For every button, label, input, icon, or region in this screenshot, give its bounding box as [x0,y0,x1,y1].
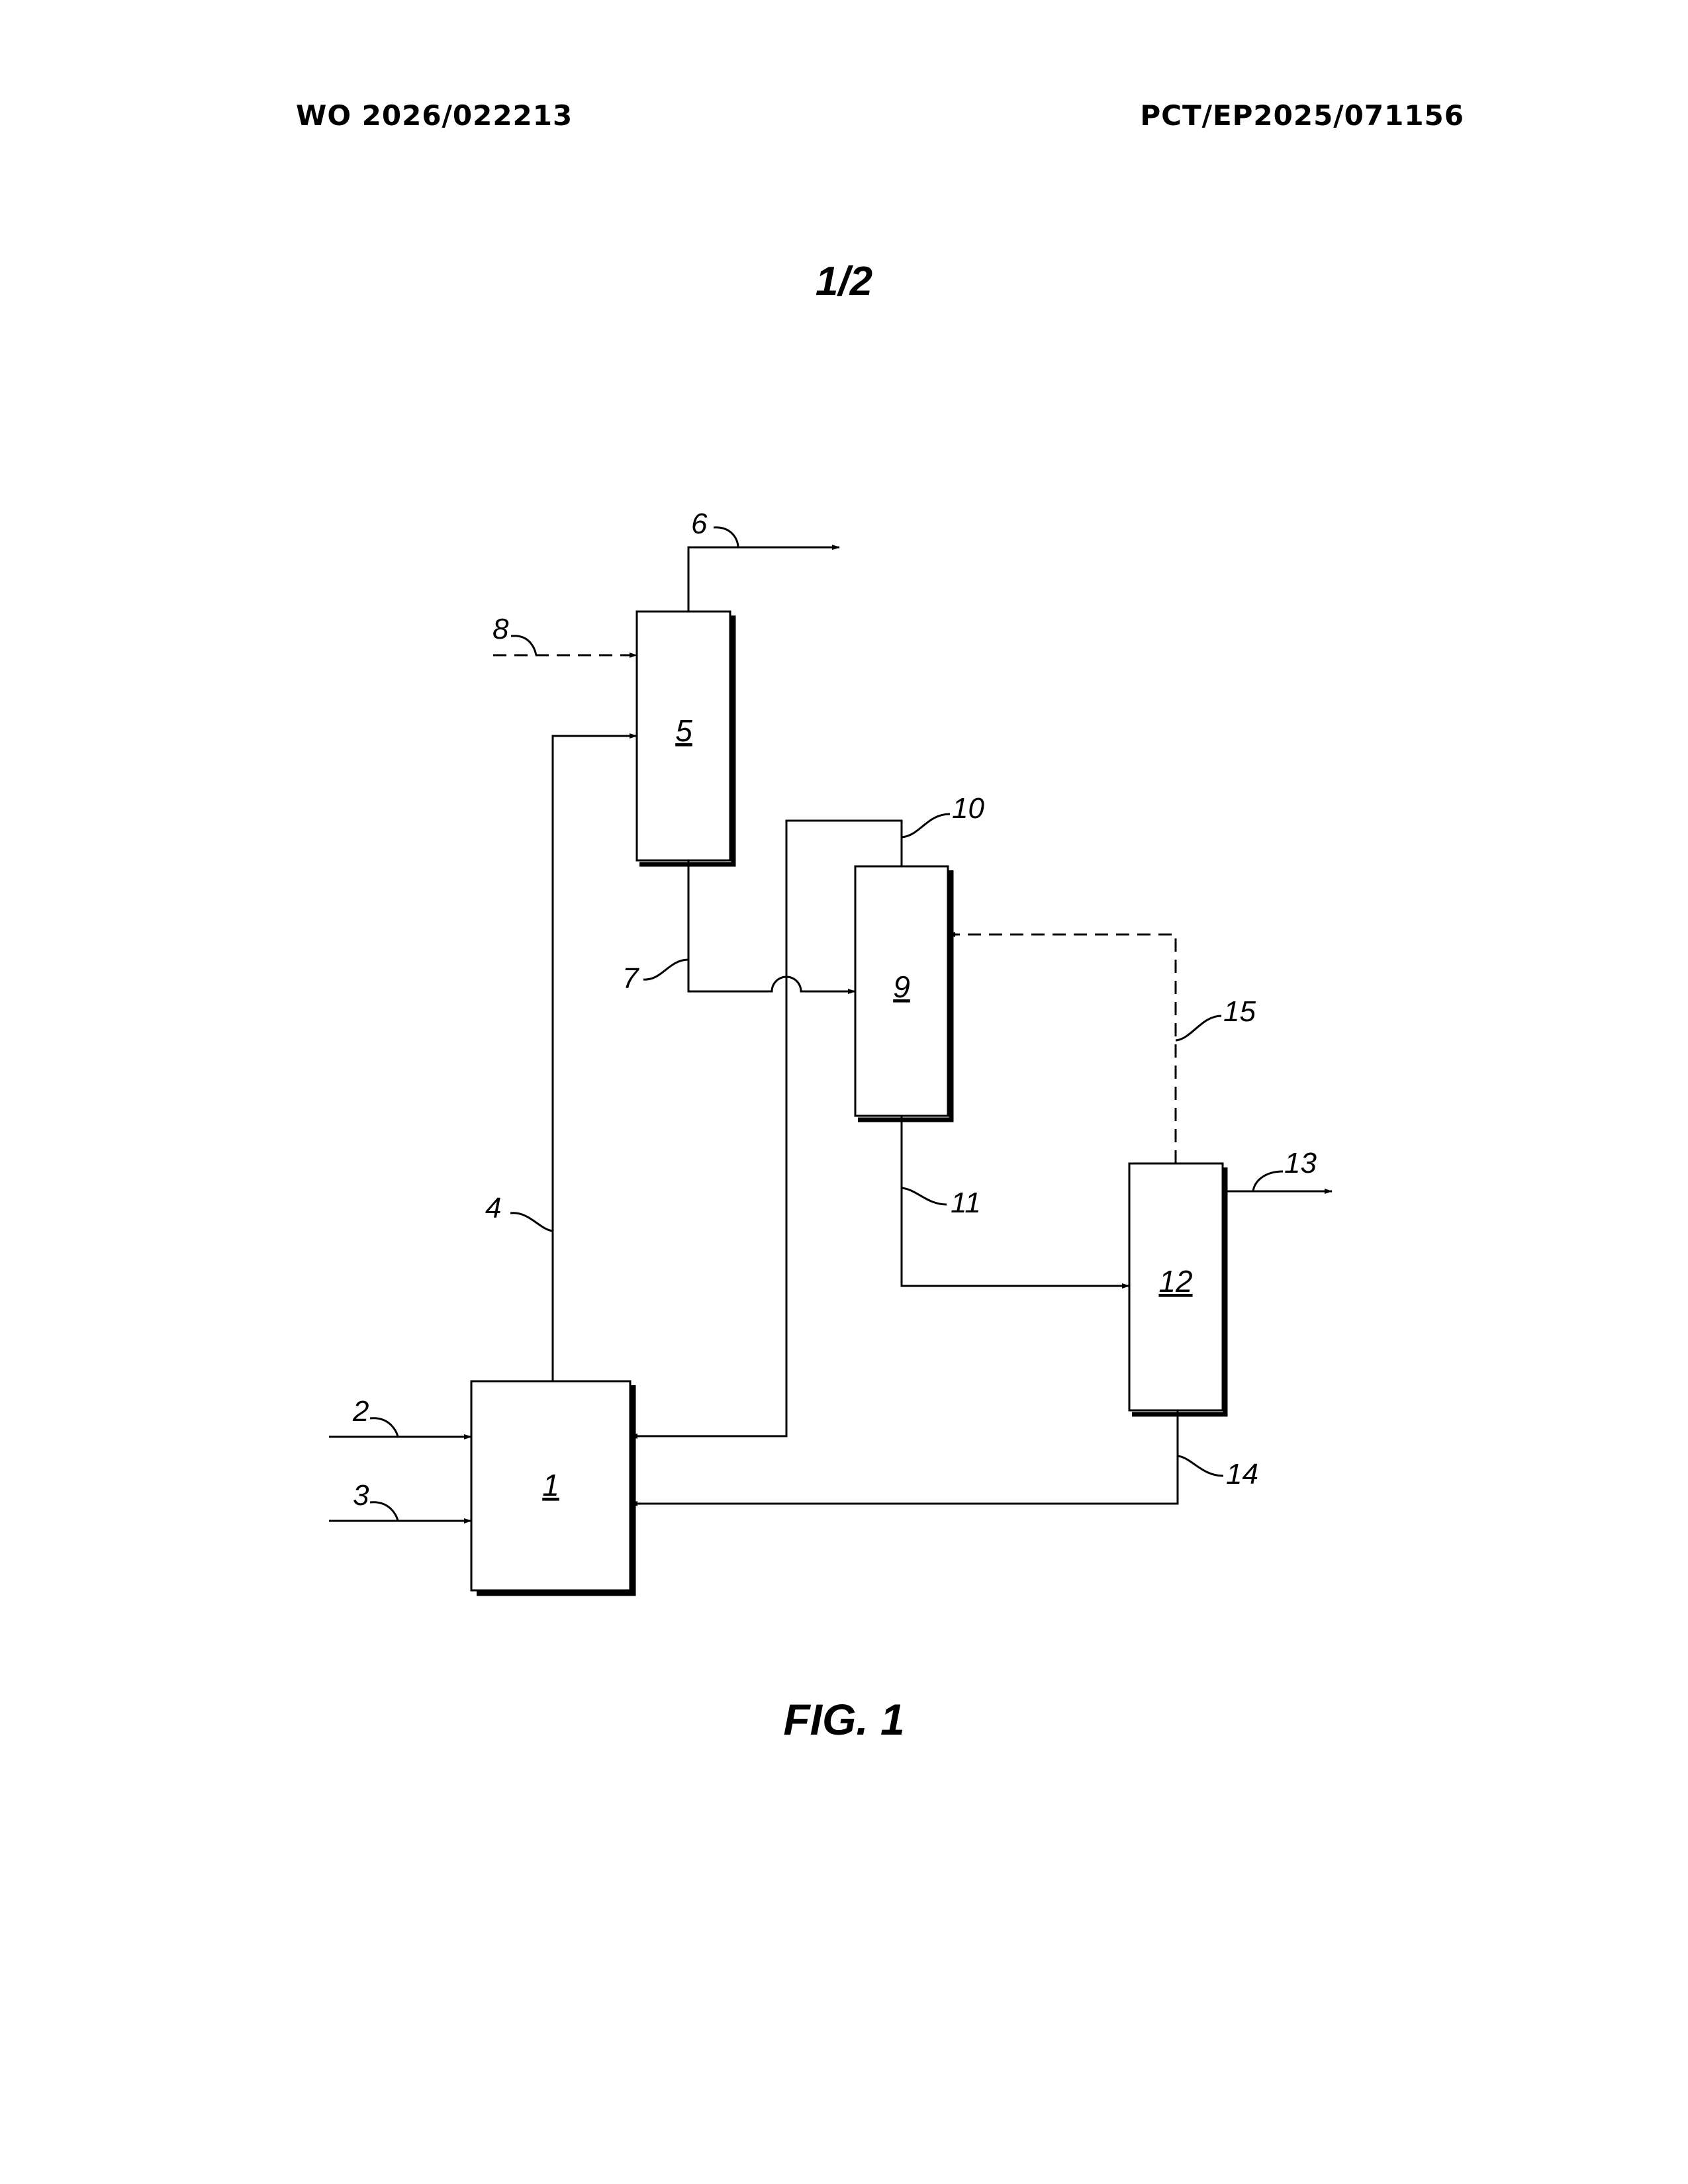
stream-8-leader [511,636,536,655]
stream-11-label: 11 [951,1187,981,1219]
stream-7-label: 7 [622,962,639,995]
figure-caption: FIG. 1 [0,1694,1688,1745]
stream-10-leader [902,814,950,837]
stream-4-label: 4 [485,1192,501,1224]
stream-4-leader [510,1213,553,1231]
stream-3-leader [370,1502,398,1521]
unit-9-label: 9 [893,970,910,1004]
stream-15-line [948,934,1176,1163]
stream-11-line [902,1116,1129,1286]
stream-14-line [630,1410,1178,1504]
stream-2-label: 2 [352,1395,369,1428]
stream-15-label: 15 [1223,995,1256,1028]
stream-7-leader [643,960,688,979]
stream-15-leader [1176,1016,1221,1040]
unit-1-label: 1 [542,1468,559,1502]
stream-10-label: 10 [952,792,984,825]
stream-14-label: 14 [1226,1458,1258,1490]
stream-6-label: 6 [691,508,708,540]
stream-11-leader [902,1188,947,1205]
unit-5-label: 5 [675,713,692,748]
stream-8-label: 8 [492,613,509,645]
stream-13-leader [1253,1171,1283,1191]
stream-13-label: 13 [1284,1147,1317,1179]
stream-14-leader [1178,1456,1223,1476]
stream-2-leader [370,1418,398,1437]
stream-6-leader [714,527,738,547]
stream-3-label: 3 [353,1479,369,1512]
unit-12-label: 12 [1158,1264,1192,1298]
stream-7-line [688,860,855,991]
stream-4-line [553,736,637,1381]
stream-6-line [688,547,839,612]
